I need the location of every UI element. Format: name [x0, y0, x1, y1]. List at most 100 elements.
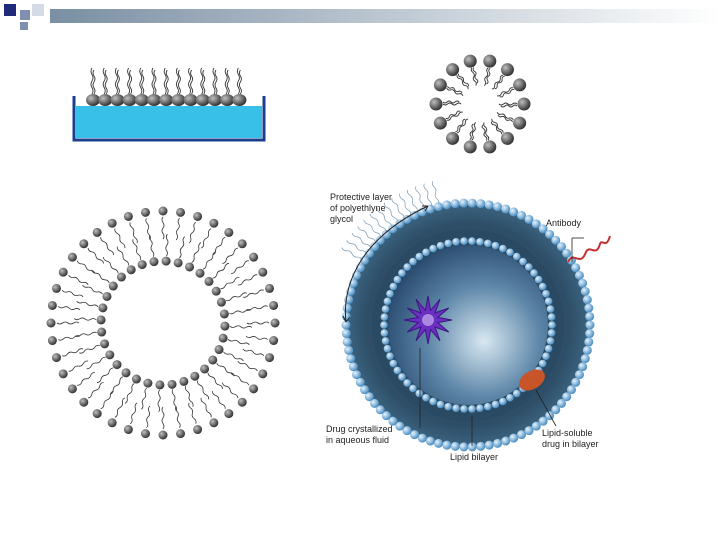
- liposome-outer-head: [459, 442, 469, 452]
- micelle-head: [500, 63, 514, 77]
- vesicle-outer-head: [258, 369, 268, 379]
- liposome-outer-head: [566, 385, 576, 395]
- micelle-head: [463, 140, 477, 154]
- drug-crystal-icon: [403, 295, 453, 345]
- micelle-tail: [483, 122, 490, 141]
- liposome-outer-head: [450, 199, 460, 209]
- vesicle-inner-head: [96, 315, 106, 325]
- vesicle-inner-tail: [74, 331, 97, 338]
- vesicle-outer-head: [193, 211, 203, 221]
- vesicle-outer-head: [46, 318, 56, 328]
- liposome-outer-head: [571, 263, 581, 273]
- micelle-tail: [446, 111, 464, 121]
- micelle-head: [463, 54, 477, 68]
- vesicle-inner-tail: [227, 339, 250, 345]
- liposome-outer-head: [476, 199, 486, 209]
- vesicle-outer-tail: [145, 218, 151, 241]
- vesicle-outer-tail: [77, 372, 96, 386]
- vesicle-inner-head: [218, 333, 228, 343]
- liposome-outer-head: [442, 200, 452, 210]
- vesicle-outer-head: [58, 369, 68, 379]
- monolayer-tail: [127, 67, 131, 95]
- vesicle-outer-head: [209, 218, 219, 228]
- monolayer-tail: [238, 69, 242, 95]
- monolayer-tail: [104, 69, 108, 95]
- vesicle-inner-tail: [229, 308, 252, 315]
- lipid-drug-pointer: [535, 389, 557, 427]
- monolayer-tail: [226, 69, 230, 95]
- liposome-outer-head: [582, 295, 592, 305]
- vesicle-inner-tail: [191, 242, 202, 263]
- vesicle-outer-tail: [222, 247, 239, 264]
- liposome-inner-head: [542, 352, 550, 361]
- vesicle-inner-tail: [132, 239, 142, 261]
- vesicle-inner-head: [179, 376, 189, 386]
- vesicle-outer-head: [269, 336, 279, 346]
- vesicle-outer-tail: [76, 260, 96, 274]
- bilayer-label: Lipid bilayer: [450, 452, 498, 462]
- liposome-outer-head: [381, 411, 391, 421]
- liposome-outer-head: [585, 320, 595, 330]
- liposome-inner-head: [538, 282, 547, 291]
- vesicle-inner-tail: [165, 233, 169, 257]
- vesicle-inner-tail: [171, 389, 178, 412]
- peg-label-line1: Protective layer: [330, 192, 392, 202]
- vesicle-inner-head: [161, 256, 171, 266]
- vesicle-outer-tail: [129, 222, 138, 244]
- vesicle-outer-head: [237, 239, 247, 249]
- vesicle-inner-head: [108, 281, 118, 291]
- vesicle-inner-head: [185, 262, 195, 272]
- vesicle-outer-tail: [114, 228, 126, 249]
- liposome-outer-head: [395, 421, 405, 431]
- lipid-soluble-drug-icon: [519, 369, 545, 391]
- liposome-inner-head: [452, 238, 460, 246]
- vesicle-outer-tail: [68, 360, 89, 372]
- vesicle-inner-head: [190, 371, 200, 381]
- liposome-outer-head: [388, 416, 398, 426]
- liposome-outer-head: [501, 436, 511, 446]
- micelle-head: [513, 78, 527, 92]
- vesicle-outer-head: [58, 267, 68, 277]
- vesicle-inner-tail: [223, 351, 244, 362]
- liposome-outer-head: [524, 214, 534, 224]
- liposome-inner-head: [491, 241, 500, 250]
- liposome-inner-head: [383, 344, 392, 353]
- liposome-inner-head: [403, 263, 412, 271]
- vesicle-inner-head: [216, 297, 226, 307]
- monolayer-tail: [90, 67, 94, 95]
- micelle-tail: [481, 124, 488, 141]
- peg-strand: [415, 186, 425, 210]
- vesicle-outer-tail: [161, 406, 165, 430]
- vesicle-outer-tail: [56, 321, 80, 325]
- micelle-head: [483, 54, 497, 68]
- liposome-outer-head: [538, 224, 548, 234]
- vesicle-inner-tail: [96, 367, 114, 384]
- antibody-label: Antibody: [546, 218, 582, 228]
- vesicle-inner-head: [102, 291, 112, 301]
- monolayer-head: [147, 94, 161, 106]
- micelle-tail: [486, 68, 491, 85]
- vesicle-inner-tail: [109, 376, 124, 395]
- vesicle-inner-tail: [212, 262, 230, 279]
- vesicle-outer-head: [237, 397, 247, 407]
- vesicle-inner-tail: [207, 372, 224, 390]
- monolayer-head: [86, 94, 100, 106]
- liposome-outer-head: [364, 392, 374, 402]
- vesicle-inner-tail: [157, 389, 161, 413]
- liposome-inner-head: [484, 239, 492, 248]
- vesicle-outer-head: [123, 425, 133, 435]
- vesicle-inner-tail: [141, 387, 147, 410]
- vesicle-inner-head: [220, 321, 230, 331]
- liposome-inner-head: [389, 359, 398, 368]
- vesicle-outer-tail: [200, 228, 212, 249]
- micelle-head: [483, 140, 497, 154]
- vesicle-inner-tail: [202, 251, 217, 270]
- vesicle-outer-head: [158, 430, 168, 440]
- monolayer-head: [195, 94, 210, 106]
- vesicle-outer-tail: [222, 382, 239, 399]
- liposome-inner-head: [499, 397, 507, 406]
- liposome-inner-head: [436, 241, 445, 250]
- peg-strand: [369, 213, 387, 232]
- vesicle-outer-tail: [58, 335, 81, 341]
- peg-strand: [341, 247, 363, 261]
